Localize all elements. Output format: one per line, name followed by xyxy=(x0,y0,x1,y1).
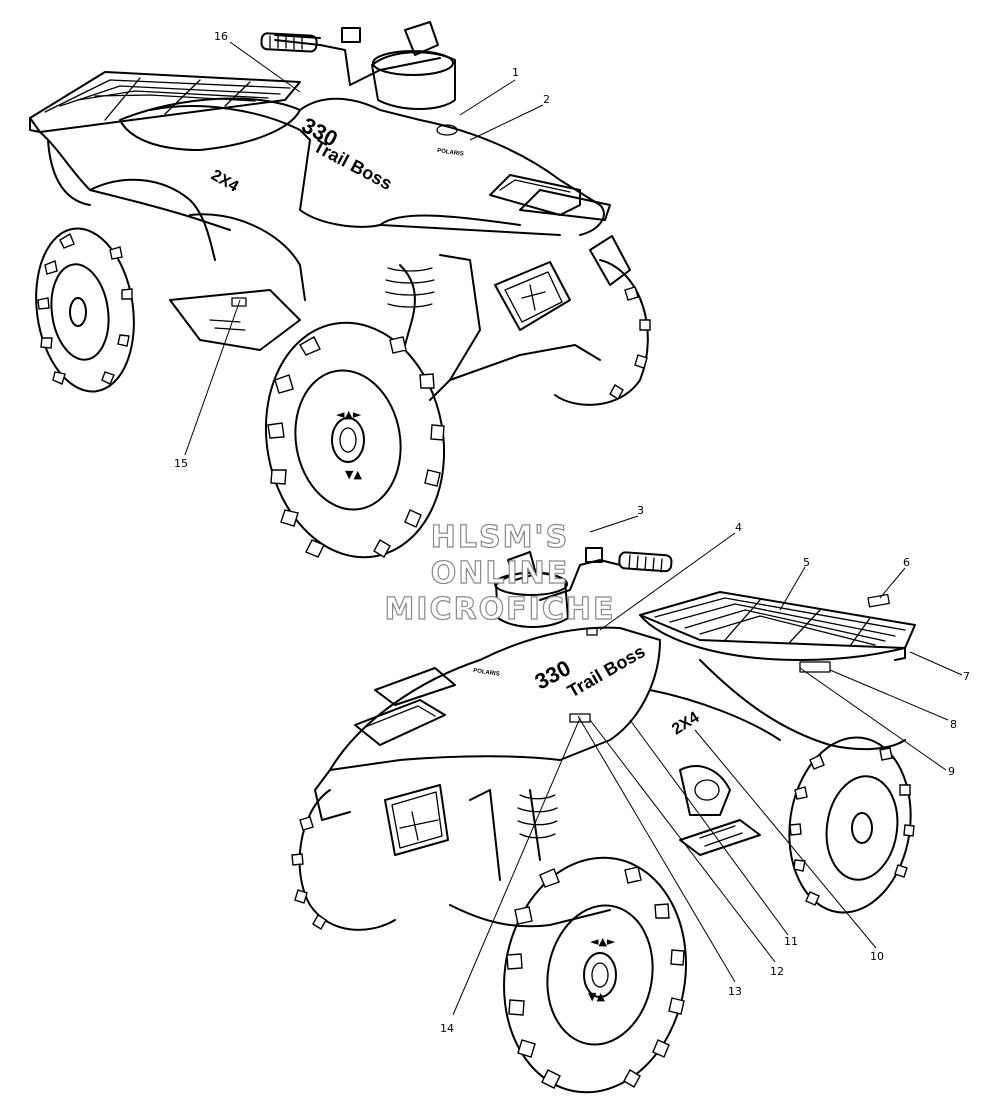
wheel-rear-right xyxy=(788,736,915,914)
callout-6: 6 xyxy=(903,556,910,569)
callout-12: 12 xyxy=(770,965,784,978)
svg-text:◄▲►: ◄▲► xyxy=(590,935,616,948)
watermark-line-3: MICROFICHE xyxy=(385,592,616,627)
wheel-front-right-bottom: ◄▲► ▼▲ xyxy=(503,856,687,1094)
callout-4: 4 xyxy=(735,521,742,534)
callout-3: 3 xyxy=(637,504,644,517)
model-name-decal-bottom: Trail Boss xyxy=(564,641,649,701)
watermark: HLSM'S ONLINE MICROFICHE xyxy=(384,519,616,627)
watermark-line-1: HLSM'S xyxy=(431,520,569,555)
svg-text:▼▲: ▼▲ xyxy=(345,468,362,481)
callout-8: 8 xyxy=(950,718,957,731)
model-name-decal: Trail Boss xyxy=(310,136,395,194)
svg-text:◄▲►: ◄▲► xyxy=(336,408,362,421)
callout-11: 11 xyxy=(784,935,798,948)
rear-rack xyxy=(29,71,301,133)
callout-14: 14 xyxy=(440,1022,454,1035)
wheel-front-right xyxy=(554,259,651,406)
callout-10: 10 xyxy=(870,950,884,963)
atv-top-view: 330 Trail Boss 2X4 POLARIS xyxy=(29,21,651,559)
callout-15: 15 xyxy=(174,457,188,470)
wheel-front-left: ◄▲► ▼▲ xyxy=(264,321,446,559)
leader-lines xyxy=(184,41,963,1016)
model-decal-top: 330 Trail Boss 2X4 POLARIS xyxy=(208,112,464,195)
callout-13: 13 xyxy=(728,985,742,998)
callout-1: 1 xyxy=(512,66,519,79)
callout-9: 9 xyxy=(948,765,955,778)
callout-7: 7 xyxy=(963,670,970,683)
svg-text:▼▲: ▼▲ xyxy=(588,990,605,1003)
atv-bottom-view: 330 Trail Boss 2X4 POLARIS xyxy=(291,547,916,1094)
rear-rack-bottom xyxy=(639,591,916,661)
wheel-rear-left xyxy=(35,227,135,393)
drive-decal: 2X4 xyxy=(208,167,241,196)
callout-2: 2 xyxy=(543,93,550,106)
callout-numbers: 1 2 3 4 5 6 7 8 9 10 11 12 13 14 15 16 xyxy=(174,30,970,1035)
wheel-front-left-bottom xyxy=(291,789,396,931)
drive-decal-bottom: 2X4 xyxy=(669,709,702,739)
watermark-line-2: ONLINE xyxy=(431,556,570,591)
brand-decal: POLARIS xyxy=(437,148,464,158)
brand-decal-bottom: POLARIS xyxy=(473,668,500,678)
callout-16: 16 xyxy=(214,30,228,43)
callout-5: 5 xyxy=(803,556,810,569)
